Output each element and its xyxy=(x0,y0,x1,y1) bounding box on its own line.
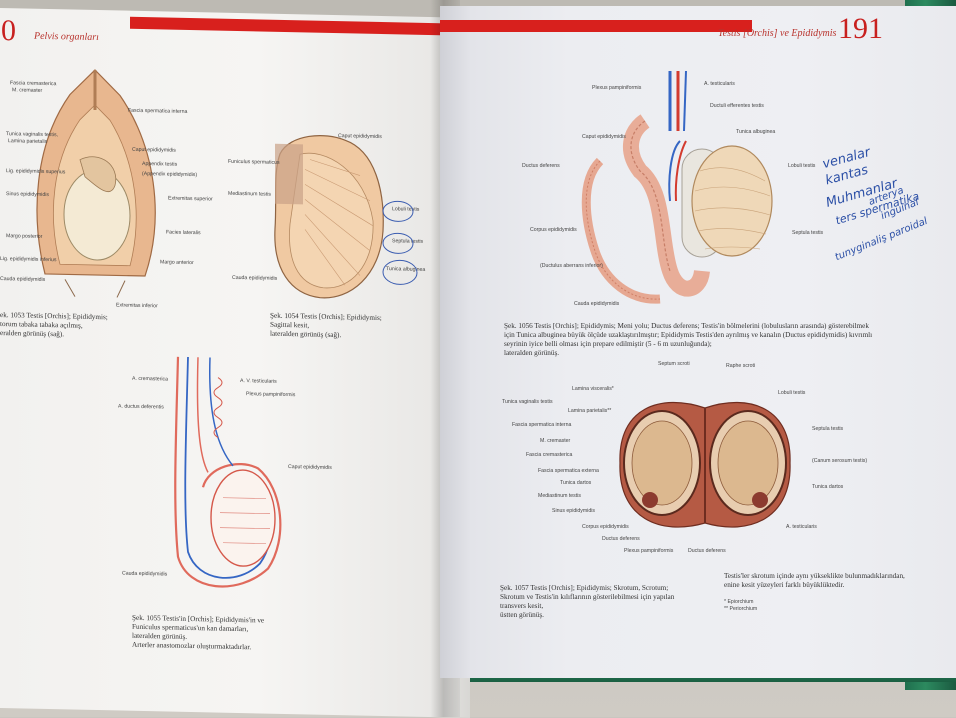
fig1053-illustration xyxy=(36,69,156,298)
fig1057-caption: Şek. 1057 Testis [Orchis]; Epididymis; S… xyxy=(500,584,720,620)
fig1055-label: Caput epididymidis xyxy=(288,464,332,471)
fig1056-label: Cauda epididymidis xyxy=(574,301,620,307)
right-red-header-bar xyxy=(440,20,752,32)
fig1057-label: Raphe scroti xyxy=(726,363,756,369)
fig1057-label: Sinus epididymidis xyxy=(552,508,595,514)
fig1055-label: A. ductus deferentis xyxy=(118,403,164,411)
fig1057-label: Plexus pampiniformis xyxy=(624,548,674,554)
caption-line: enine kesit yüzeyleri farklı büyüklükted… xyxy=(724,581,845,589)
fig1056-label: Plexus pampiniformis xyxy=(592,85,642,91)
fig1054-label: Mediastinum testis xyxy=(228,190,271,198)
left-running-head: Pelvis organları xyxy=(34,30,99,44)
fig1057-label: Septula testis xyxy=(812,426,844,432)
fig1057-label: Lamina visceralis* xyxy=(572,386,614,392)
fig1055-illustration xyxy=(174,356,282,588)
fig1056-label: Caput epididymidis xyxy=(582,134,626,140)
fig1053-label: Appendix testis xyxy=(142,160,178,168)
fig1057-label: Tunica dartos xyxy=(812,484,844,490)
fig1057-label: Ductus deferens xyxy=(602,536,640,542)
fig1056-label: Lobuli testis xyxy=(788,163,816,169)
fig1054-label: Cauda epididymidis xyxy=(232,274,278,282)
left-page: 90 Pelvis organları Fascia cremasterica … xyxy=(0,8,470,718)
right-running-head: Testis [Orchis] ve Epididymis xyxy=(718,28,837,39)
fig1056-label: Corpus epididymidis xyxy=(530,227,577,233)
right-page-number: 191 xyxy=(838,12,883,45)
caption-line: için Tunica albuginea büyük ölçüde uzakl… xyxy=(504,331,873,339)
fig1053-label: Tunica vaginalis testis, xyxy=(6,131,58,139)
left-page-number: 90 xyxy=(0,13,16,48)
fig1053-label: (Appendix epididymidis) xyxy=(142,170,198,179)
fig1054-illustration xyxy=(274,135,384,299)
fig1053-label: Lamina parietalis xyxy=(8,138,48,145)
fig1055-label: Plexus pampiniformis xyxy=(246,391,296,399)
fig1056-caption: Şek. 1056 Testis [Orchis]; Epididymis; M… xyxy=(504,322,924,358)
fig1057-label: (Canum serosum testis) xyxy=(812,458,868,464)
fig1057-footnote: * Epiorchium xyxy=(724,599,754,605)
fig1055-label: Cauda epididymidis xyxy=(122,570,168,578)
fig1057-footnote: ** Periorchium xyxy=(724,606,758,612)
caption-line: Şek. 1056 Testis [Orchis]; Epididymis; M… xyxy=(504,322,869,330)
fig1057-illustration xyxy=(619,401,791,528)
caption-line: Testis'ler skrotum içinde aynı yükseklik… xyxy=(724,572,905,580)
fig1053-label: Cauda epididymidis xyxy=(0,276,46,283)
fig1053-label: M. cremaster xyxy=(12,87,43,94)
fig1057-label: Fascia spermatica externa xyxy=(538,468,599,474)
fig1057-label: Lamina parietalis** xyxy=(568,408,612,414)
fig1057-label: Ductus deferens xyxy=(688,548,726,554)
fig1053-label: Sinus epididymidis xyxy=(6,191,49,199)
fig1053-label: Fascia cremasterica xyxy=(10,80,57,88)
fig1054-caption: Şek. 1054 Testis [Orchis]; Epididymis; S… xyxy=(270,312,440,343)
fig1053-label: Extremitas inferior xyxy=(116,302,158,310)
caption-line: transvers kesit, xyxy=(500,602,544,610)
caption-line: lateralden görünüş. xyxy=(504,349,560,357)
fig1053-label: Margo anterior xyxy=(160,259,194,267)
fig1057-label: Fascia spermatica interna xyxy=(512,422,572,428)
fig1056-label: Septula testis xyxy=(792,230,824,236)
fig1053-label: Fascia spermatica interna xyxy=(128,107,188,115)
fig1057-label: Lobuli testis xyxy=(778,390,806,396)
fig1056-label: Tunica albuginea xyxy=(736,129,776,135)
fig1055-label: A. V. testicularis xyxy=(240,378,277,385)
fig1053-label: Caput epididymidis xyxy=(132,146,176,154)
fig1056-label: Ductus deferens xyxy=(522,163,560,169)
fig1056-label: (Ductulus aberrans inferior) xyxy=(540,263,603,269)
caption-line: Skrotum ve Testis'in kılıflarının göster… xyxy=(500,593,675,601)
caption-line: üstten görünüş. xyxy=(500,611,544,619)
left-red-header-bar xyxy=(130,16,440,36)
fig1057-label: Corpus epididymidis xyxy=(582,524,629,530)
fig1057-label: Tunica vaginalis testis xyxy=(502,399,553,405)
fig1055-label: A. cremasterica xyxy=(132,375,169,383)
pen-circle-marks xyxy=(382,200,418,285)
fig1053-label: Lig. epididymidis superius xyxy=(6,168,66,176)
fig1054-label: Caput epididymidis xyxy=(338,133,382,140)
fig1056-label: A. testicularis xyxy=(704,81,735,87)
fig1057-label: A. testicularis xyxy=(786,524,817,530)
caption-line: Şek. 1057 Testis [Orchis]; Epididymis; S… xyxy=(500,584,669,592)
fig1053-caption: ek. 1053 Testis [Orchis]; Epididymis; to… xyxy=(0,311,180,342)
fig1057-label: M. cremaster xyxy=(540,438,571,444)
fig1053-label: Facies lateralis xyxy=(166,229,201,237)
fig1057-label: Fascia cremasterica xyxy=(526,452,573,458)
right-page: Testis [Orchis] ve Epididymis 191 Plexus… xyxy=(440,6,956,678)
fig1057-label: Septum scroti xyxy=(658,361,690,367)
fig1056-illustration xyxy=(581,71,773,304)
fig1053-label: Extremitas superior xyxy=(168,195,213,203)
fig1053-label: Margo posterior xyxy=(6,233,43,240)
fig1057-label: Mediastinum testis xyxy=(538,493,581,499)
fig1057-label: Tunica dartos xyxy=(560,480,592,486)
fig1056-label: Ductuli efferentes testis xyxy=(710,103,764,109)
fig1055-caption: Şek. 1055 Testis'in [Orchis]; Epididymis… xyxy=(132,614,392,655)
fig1054-label: Funiculus spermaticus xyxy=(228,158,280,166)
fig1053-label: Lig. epididymidis inferius xyxy=(0,256,57,264)
fig1057-side-note: Testis'ler skrotum içinde aynı yükseklik… xyxy=(724,572,934,590)
caption-line: seyrinin iyice belli olması için prepare… xyxy=(504,340,712,348)
